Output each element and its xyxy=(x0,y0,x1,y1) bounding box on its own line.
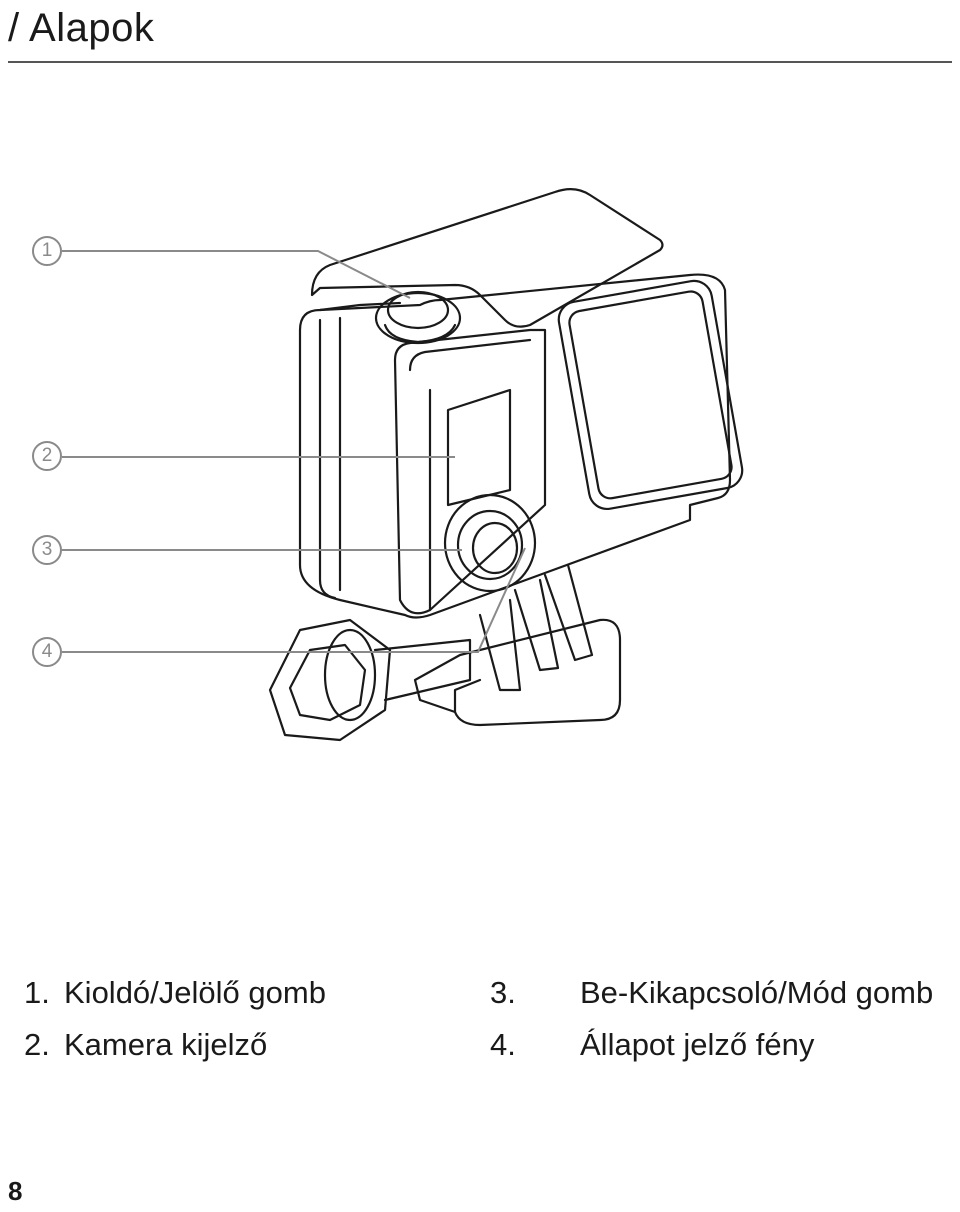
legend-number: 2. xyxy=(24,1027,50,1062)
header-divider xyxy=(8,61,952,63)
page-number: 8 xyxy=(8,1176,23,1206)
legend-text: Be-Kikapcsoló/Mód gomb xyxy=(580,975,934,1010)
callout-badge-3: 3 xyxy=(32,535,62,565)
legend-number: 1. xyxy=(24,975,50,1010)
camera-illustration xyxy=(62,188,744,742)
legend-text: Kamera kijelző xyxy=(64,1027,268,1062)
callout-badge-2: 2 xyxy=(32,441,62,471)
legend-number: 4. xyxy=(490,1027,516,1062)
callout-badge-1: 1 xyxy=(32,236,62,266)
legend-text: Állapot jelző fény xyxy=(580,1027,815,1062)
legend-number: 3. xyxy=(490,975,516,1010)
callout-badge-4: 4 xyxy=(32,637,62,667)
page-title: / Alapok xyxy=(8,6,155,50)
legend-text: Kioldó/Jelölő gomb xyxy=(64,975,326,1010)
